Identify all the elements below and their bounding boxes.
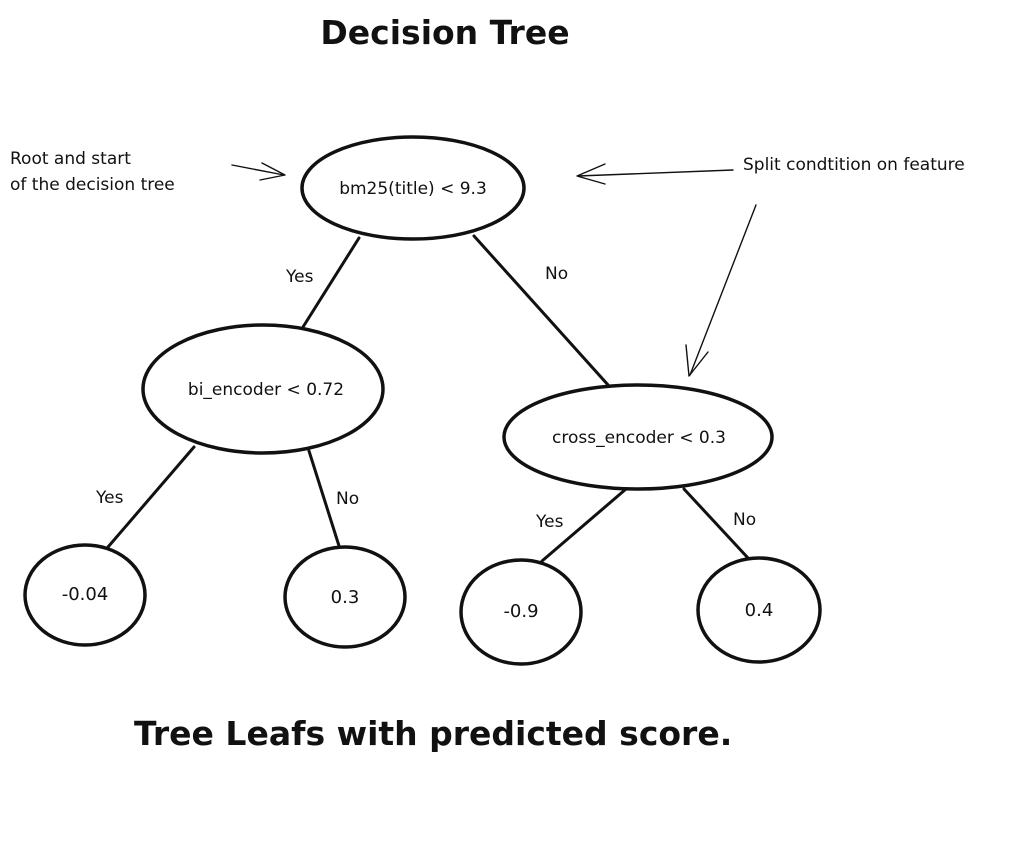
edge-left-no xyxy=(307,449,342,551)
diagram-caption: Tree Leafs with predicted score. xyxy=(134,714,732,753)
edge-label-left-no: No xyxy=(336,489,359,509)
edge-label-right-no: No xyxy=(733,510,756,530)
root-annotation-arrow xyxy=(231,162,286,181)
edge-label-left-yes: Yes xyxy=(95,488,124,508)
leaf-right-yes: -0.9 xyxy=(459,558,583,666)
edge-right-yes xyxy=(540,487,628,563)
edge-root-no xyxy=(472,234,611,388)
edge-label-root-yes: Yes xyxy=(285,267,314,287)
leaf-left-yes: -0.04 xyxy=(23,543,147,647)
split-annotation-arrow-root xyxy=(576,163,734,185)
node-left-label: bi_encoder < 0.72 xyxy=(188,380,344,400)
node-right: cross_encoder < 0.3 xyxy=(502,383,774,491)
edge-left-yes xyxy=(106,445,196,549)
leaf-left-yes-value: -0.04 xyxy=(62,584,109,605)
edge-right-no xyxy=(682,487,750,560)
root-annotation-line2: of the decision tree xyxy=(10,175,175,195)
edge-root-yes xyxy=(301,236,361,329)
diagram-title: Decision Tree xyxy=(320,13,569,52)
leaf-right-yes-value: -0.9 xyxy=(503,601,538,622)
root-annotation-line1: Root and start xyxy=(10,149,131,169)
node-root: bm25(title) < 9.3 xyxy=(300,135,526,241)
node-root-label: bm25(title) < 9.3 xyxy=(339,179,487,199)
leaf-right-no-value: 0.4 xyxy=(745,600,774,621)
edge-label-right-yes: Yes xyxy=(535,512,564,532)
leaf-left-no-value: 0.3 xyxy=(331,587,360,608)
node-right-label: cross_encoder < 0.3 xyxy=(552,428,726,448)
leaf-left-no: 0.3 xyxy=(283,545,407,649)
edge-label-root-no: No xyxy=(545,264,568,284)
leaf-right-no: 0.4 xyxy=(696,556,822,664)
split-annotation-arrow-right xyxy=(685,204,757,377)
node-left: bi_encoder < 0.72 xyxy=(141,323,385,455)
split-annotation: Split condtition on feature xyxy=(743,155,965,175)
